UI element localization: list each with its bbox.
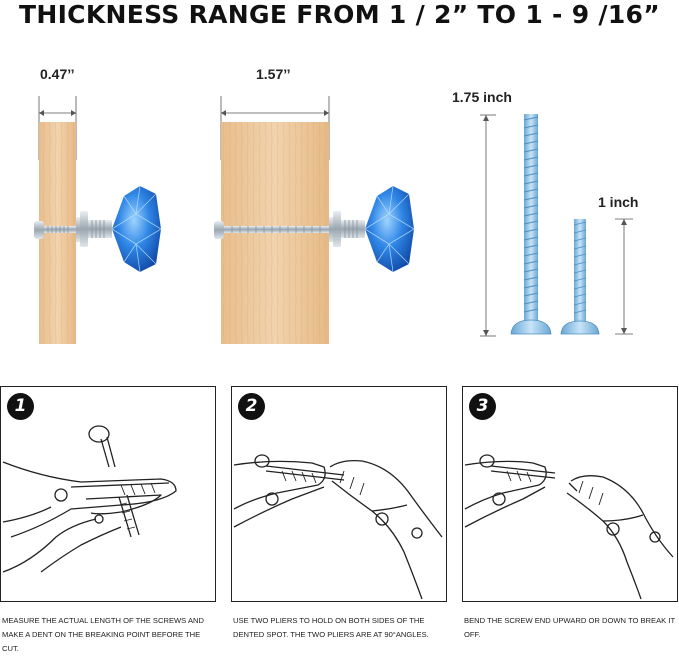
page-title: THICKNESS RANGE FROM 1 / 2” TO 1 - 9 /16…: [19, 0, 660, 29]
thin-board-assembly: [34, 96, 162, 344]
step-1-caption: MEASURE THE ACTUAL LENGTH OF THE SCREWS …: [2, 616, 204, 653]
long-screw-icon: [510, 114, 552, 335]
two-pliers-hold-icon: [233, 454, 443, 600]
screw-length-comparison: [480, 114, 633, 337]
step-2-panel: 2: [231, 386, 447, 602]
installation-illustration: [34, 96, 633, 344]
step-2-badge: 2: [238, 393, 265, 420]
step-1-badge: 1: [7, 393, 34, 420]
thick-board-dimension: 1.57’’: [256, 66, 291, 82]
step-2-caption: USE TWO PLIERS TO HOLD ON BOTH SIDES OF …: [233, 616, 429, 639]
thin-board-dimension: 0.47’’: [40, 66, 75, 82]
crystal-knob-icon: [111, 185, 162, 273]
step-3-caption: BEND THE SCREW END UPWARD OR DOWN TO BRE…: [464, 616, 675, 639]
step-3-panel: 3: [462, 386, 678, 602]
crystal-knob-icon: [364, 185, 415, 273]
bend-screw-break-icon: [464, 454, 674, 600]
short-screw-icon: [560, 219, 600, 335]
short-screw-dimension: 1 inch: [598, 194, 639, 210]
step-1-panel: 1: [0, 386, 216, 602]
step-3-badge: 3: [469, 393, 496, 420]
pliers-dent-screw-icon: [2, 425, 177, 573]
thick-board-assembly: [214, 96, 415, 344]
long-screw-dimension: 1.75 inch: [452, 89, 512, 105]
